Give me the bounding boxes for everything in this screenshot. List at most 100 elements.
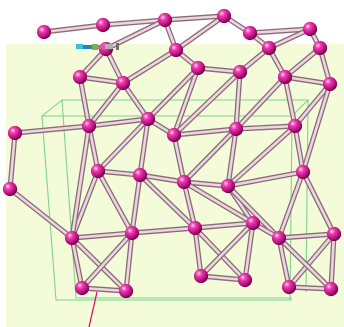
atom[interactable] — [140, 111, 156, 127]
atom-sphere — [2, 181, 18, 197]
atom[interactable] — [302, 21, 318, 37]
bond — [130, 226, 197, 235]
atom[interactable] — [281, 279, 297, 295]
bond — [172, 66, 200, 137]
bond — [146, 66, 200, 121]
unit-cell-box — [40, 99, 310, 301]
bond — [226, 184, 281, 240]
atom[interactable] — [228, 121, 244, 137]
bond — [172, 133, 186, 184]
atom[interactable] — [81, 118, 97, 134]
atom[interactable] — [287, 118, 303, 134]
atom-sphere — [95, 17, 111, 33]
atom[interactable] — [232, 64, 248, 80]
atom[interactable] — [157, 12, 173, 28]
atom[interactable] — [277, 69, 293, 85]
bond — [138, 173, 186, 184]
bond — [13, 124, 91, 135]
atom-sphere — [287, 118, 303, 134]
atom-sphere — [74, 280, 90, 296]
bond — [283, 75, 297, 128]
atom[interactable] — [36, 24, 52, 40]
atom-sphere — [124, 225, 140, 241]
atom-sphere — [232, 64, 248, 80]
atom[interactable] — [64, 230, 80, 246]
atom-sphere — [81, 118, 97, 134]
bond — [138, 117, 150, 177]
atom[interactable] — [74, 280, 90, 296]
atom[interactable] — [176, 174, 192, 190]
atom-sphere — [312, 40, 328, 56]
atom[interactable] — [322, 76, 338, 92]
atom-sphere — [176, 174, 192, 190]
atom-sphere — [242, 25, 258, 41]
atom[interactable] — [168, 42, 184, 58]
bond — [87, 81, 125, 128]
atom-sphere — [90, 163, 106, 179]
axis-orientation-icon[interactable] — [76, 43, 119, 50]
atom[interactable] — [271, 230, 287, 246]
bond — [138, 173, 197, 230]
atom[interactable] — [245, 215, 261, 231]
bond — [182, 180, 230, 188]
bond — [172, 127, 238, 137]
atom-sphere — [295, 164, 311, 180]
atom-sphere — [64, 230, 80, 246]
atom-sphere — [216, 8, 232, 24]
atom-layer — [2, 8, 342, 299]
atom[interactable] — [2, 181, 18, 197]
bond — [248, 27, 312, 35]
bond — [277, 232, 336, 240]
atom[interactable] — [187, 220, 203, 236]
atom[interactable] — [242, 25, 258, 41]
bond — [329, 232, 336, 291]
bond — [96, 169, 134, 235]
atom[interactable] — [95, 17, 111, 33]
atom[interactable] — [118, 283, 134, 299]
pointer-line — [88, 291, 98, 327]
bond — [130, 173, 142, 235]
atom[interactable] — [326, 226, 342, 242]
bond — [70, 236, 128, 293]
bond — [78, 75, 125, 85]
bond — [226, 124, 297, 188]
bond — [234, 75, 287, 131]
atom[interactable] — [216, 8, 232, 24]
atom[interactable] — [166, 127, 182, 143]
atom[interactable] — [193, 268, 209, 284]
bond — [301, 170, 336, 236]
atom-sphere — [36, 24, 52, 40]
bond — [283, 46, 322, 79]
bond — [101, 18, 167, 27]
atom-sphere — [7, 125, 23, 141]
atom[interactable] — [7, 125, 23, 141]
atom-sphere — [132, 167, 148, 183]
atom[interactable] — [72, 69, 88, 85]
atom[interactable] — [124, 225, 140, 241]
atom-sphere — [193, 268, 209, 284]
atom[interactable] — [190, 60, 206, 76]
atom[interactable] — [115, 75, 131, 91]
atom[interactable] — [220, 178, 236, 194]
bond — [293, 124, 305, 174]
atom[interactable] — [90, 163, 106, 179]
atom-sphere — [271, 230, 287, 246]
bond — [104, 18, 167, 51]
atom-sphere — [277, 69, 293, 85]
bond — [42, 23, 105, 34]
atom-sphere — [190, 60, 206, 76]
bond — [277, 236, 333, 291]
atom[interactable] — [261, 40, 277, 56]
bond — [234, 70, 242, 131]
atom[interactable] — [295, 164, 311, 180]
atom[interactable] — [323, 281, 339, 297]
atom-sphere — [157, 12, 173, 28]
bond — [226, 127, 238, 188]
atom[interactable] — [237, 272, 253, 288]
atom[interactable] — [132, 167, 148, 183]
atom[interactable] — [312, 40, 328, 56]
bond — [193, 221, 255, 230]
bond — [70, 236, 84, 290]
bond — [87, 124, 100, 173]
